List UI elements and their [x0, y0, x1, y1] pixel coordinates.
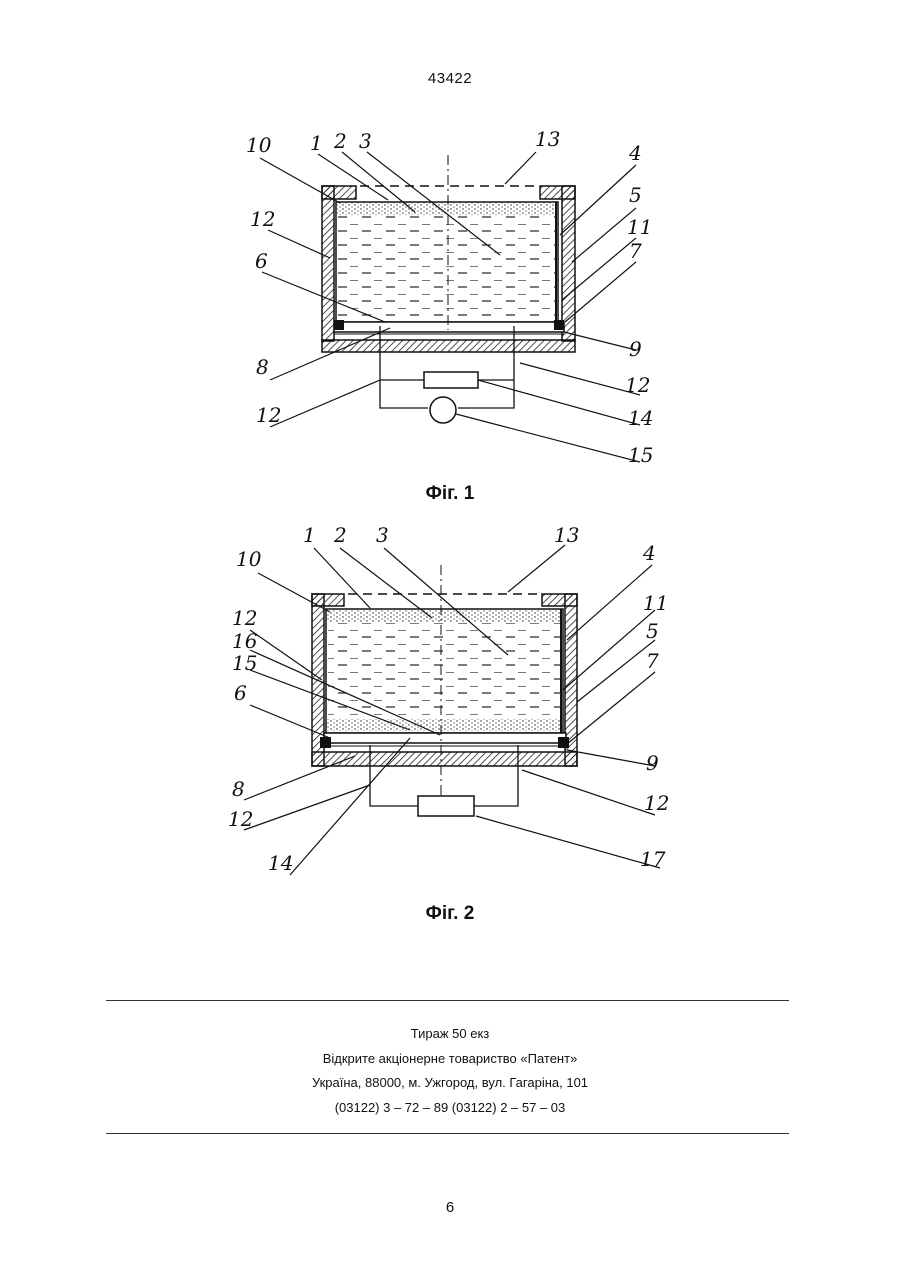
layer-16 — [327, 719, 562, 731]
fig2-label-13: 13 — [554, 523, 579, 547]
lid-right — [542, 594, 577, 606]
fig2-label-12b: 12 — [644, 791, 669, 815]
fig1-label-3: 3 — [359, 129, 372, 153]
imprint-circulation: Тираж 50 екз — [0, 1022, 900, 1047]
imprint-block: Тираж 50 екз Відкрите акціонерне товарис… — [0, 1022, 900, 1120]
fig2-label-14: 14 — [268, 851, 293, 875]
fig1-label-5: 5 — [629, 183, 642, 207]
imprint-phones: (03122) 3 – 72 – 89 (03122) 2 – 57 – 03 — [0, 1096, 900, 1121]
fig2-label-6: 6 — [234, 681, 247, 705]
resistor-14 — [424, 372, 478, 388]
fig2-label-12c: 12 — [228, 807, 253, 831]
fig2-label-7: 7 — [646, 649, 659, 673]
imprint-rule-top — [106, 1000, 789, 1001]
housing-right-wall — [562, 186, 575, 341]
fig2-label-3: 3 — [376, 523, 389, 547]
seal-right — [554, 320, 564, 330]
plate-6 — [334, 322, 564, 332]
fig1-label-6: 6 — [255, 249, 268, 273]
fig2-label-2: 2 — [333, 523, 347, 547]
fig1-label-1: 1 — [310, 131, 323, 155]
fig2-label-5: 5 — [646, 619, 659, 643]
fig1-label-10: 10 — [246, 133, 272, 157]
lid-left — [322, 186, 356, 199]
fig2-label-16: 16 — [232, 629, 258, 653]
fig1-label-12b: 12 — [625, 373, 650, 397]
fig1-label-7: 7 — [629, 239, 642, 263]
fig1-label-13: 13 — [535, 127, 560, 151]
plate-6 — [324, 733, 566, 743]
fig1-label-14: 14 — [628, 406, 653, 430]
fig1-label-12a: 12 — [250, 207, 275, 231]
fig1-label-15: 15 — [628, 443, 653, 467]
figure-2-caption: Фіг. 2 — [0, 903, 900, 925]
fig1-label-11: 11 — [627, 215, 652, 239]
fig1-label-4: 4 — [628, 141, 642, 165]
source-15 — [430, 397, 456, 423]
seal-left — [334, 320, 344, 330]
figure-1: 10 1 2 3 13 4 12 5 11 6 7 9 8 12 12 14 1… — [0, 120, 900, 480]
imprint-address: Україна, 88000, м. Ужгород, вул. Гагарін… — [0, 1071, 900, 1096]
fig2-label-17: 17 — [640, 847, 666, 871]
fig2-label-11: 11 — [643, 591, 668, 615]
figure-1-caption: Фіг. 1 — [0, 483, 900, 505]
fig2-label-8: 8 — [232, 777, 245, 801]
liquid-3 — [328, 623, 560, 719]
fig1-label-9: 9 — [629, 337, 642, 361]
fig1-label-2: 2 — [333, 129, 347, 153]
imprint-publisher: Відкрите акціонерне товариство «Патент» — [0, 1047, 900, 1072]
layer-2 — [327, 610, 562, 622]
fig2-label-1: 1 — [303, 523, 316, 547]
liquid-3 — [338, 216, 556, 320]
device-17 — [418, 796, 474, 816]
housing-left-wall — [322, 186, 334, 341]
figure-1-drawing: 10 1 2 3 13 4 12 5 11 6 7 9 8 12 12 14 1… — [0, 120, 900, 480]
fig2-label-12a: 12 — [232, 606, 257, 630]
figure-2: 10 1 2 3 13 4 12 11 16 5 15 7 6 9 8 12 1… — [0, 515, 900, 895]
fig2-label-10: 10 — [236, 547, 262, 571]
fig2-label-15: 15 — [232, 651, 257, 675]
wire-left — [380, 326, 428, 408]
document-number: 43422 — [0, 70, 900, 87]
lid-right — [540, 186, 575, 199]
fig1-label-12c: 12 — [256, 403, 281, 427]
imprint-rule-bottom — [106, 1133, 789, 1134]
figure-2-drawing: 10 1 2 3 13 4 12 11 16 5 15 7 6 9 8 12 1… — [0, 515, 900, 895]
fig2-label-9: 9 — [646, 751, 659, 775]
page-number: 6 — [0, 1199, 900, 1216]
wire-right — [458, 326, 514, 408]
fig1-label-8: 8 — [256, 355, 269, 379]
fig2-label-4: 4 — [642, 541, 656, 565]
housing-bottom — [322, 340, 575, 352]
housing-bottom — [312, 752, 577, 766]
